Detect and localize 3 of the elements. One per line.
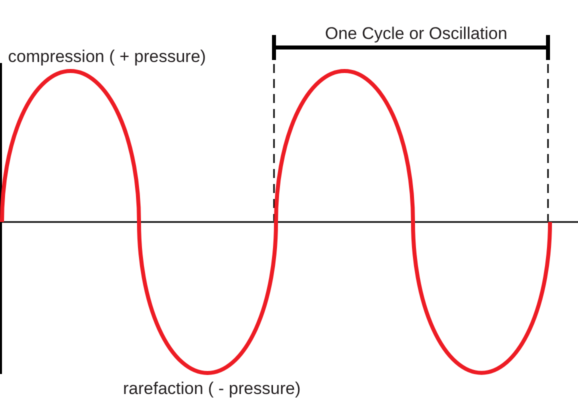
compression-label: compression ( + pressure) bbox=[8, 47, 206, 67]
dimension-label: One Cycle or Oscillation bbox=[325, 24, 508, 44]
rarefaction-label: rarefaction ( - pressure) bbox=[123, 379, 301, 399]
